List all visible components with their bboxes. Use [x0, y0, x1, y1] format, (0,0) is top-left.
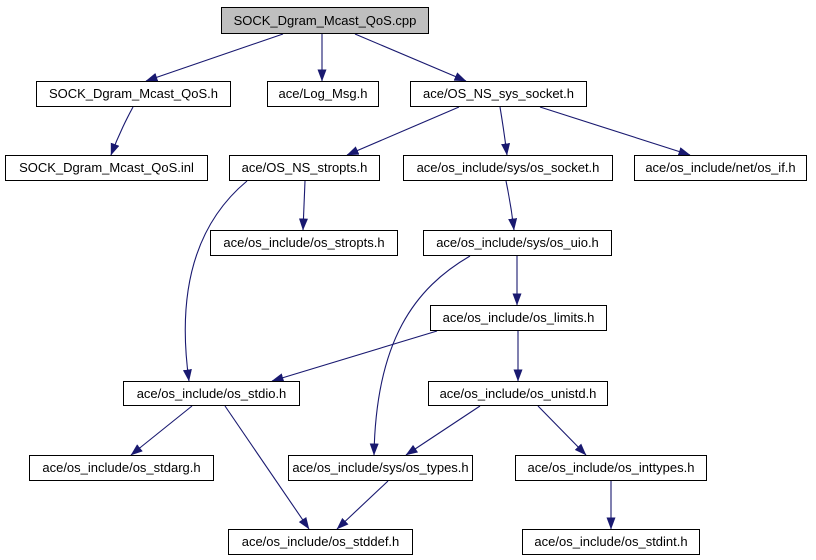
- node-ace-os-include-os-unistd-h[interactable]: ace/os_include/os_unistd.h: [428, 381, 608, 406]
- edge-ace-os-ns-sys-socket-h--to--ace-os-include-sys-os-socket-h: [499, 106, 511, 156]
- node-ace-os-ns-sys-socket-h[interactable]: ace/OS_NS_sys_socket.h: [410, 81, 587, 107]
- edge-ace-os-include-sys-os-socket-h--to--ace-os-include-sys-os-uio-h: [505, 180, 518, 231]
- edge-ace-os-include-os-unistd-h--to--ace-os-include-sys-os-types-h: [405, 405, 481, 456]
- node-ace-os-include-os-stdio-h[interactable]: ace/os_include/os_stdio.h: [123, 381, 300, 406]
- node-sock-dgram-mcast-qos-inl[interactable]: SOCK_Dgram_Mcast_QoS.inl: [5, 155, 208, 181]
- node-ace-os-include-os-stropts-h[interactable]: ace/os_include/os_stropts.h: [210, 230, 398, 256]
- node-ace-os-include-net-os-if-h[interactable]: ace/os_include/net/os_if.h: [634, 155, 807, 181]
- node-ace-os-include-sys-os-uio-h[interactable]: ace/os_include/sys/os_uio.h: [423, 230, 612, 256]
- node-sock-dgram-mcast-qos-h[interactable]: SOCK_Dgram_Mcast_QoS.h: [36, 81, 231, 107]
- edge-sock-dgram-mcast-qos-h--to--sock-dgram-mcast-qos-inl: [110, 106, 134, 156]
- node-ace-os-include-os-inttypes-h[interactable]: ace/os_include/os_inttypes.h: [515, 455, 707, 481]
- edge-ace-os-ns-stropts-h--to--ace-os-include-os-stropts-h: [298, 180, 308, 231]
- edge-ace-os-ns-stropts-h--to--ace-os-include-os-stdio-h: [182, 180, 248, 382]
- edge-ace-os-ns-sys-socket-h--to--ace-os-ns-stropts-h: [346, 106, 460, 156]
- node-ace-os-include-os-stdarg-h[interactable]: ace/os_include/os_stdarg.h: [29, 455, 214, 481]
- node-ace-os-ns-stropts-h[interactable]: ace/OS_NS_stropts.h: [229, 155, 380, 181]
- node-ace-log-msg-h[interactable]: ace/Log_Msg.h: [267, 81, 379, 107]
- edge-ace-os-ns-sys-socket-h--to--ace-os-include-net-os-if-h: [539, 106, 691, 156]
- edge-sock-dgram-mcast-qos-cpp--to--ace-os-ns-sys-socket-h: [354, 33, 467, 82]
- edge-sock-dgram-mcast-qos-cpp--to--sock-dgram-mcast-qos-h: [145, 33, 284, 82]
- edge-ace-os-include-os-unistd-h--to--ace-os-include-os-inttypes-h: [537, 405, 587, 456]
- node-ace-os-include-os-stddef-h[interactable]: ace/os_include/os_stddef.h: [228, 529, 413, 555]
- node-ace-os-include-os-limits-h[interactable]: ace/os_include/os_limits.h: [430, 305, 607, 331]
- node-ace-os-include-sys-os-socket-h[interactable]: ace/os_include/sys/os_socket.h: [403, 155, 613, 181]
- edge-ace-os-include-sys-os-uio-h--to--ace-os-include-sys-os-types-h: [369, 255, 471, 456]
- node-ace-os-include-os-stdint-h[interactable]: ace/os_include/os_stdint.h: [522, 529, 700, 555]
- node-sock-dgram-mcast-qos-cpp: SOCK_Dgram_Mcast_QoS.cpp: [221, 7, 429, 34]
- node-ace-os-include-sys-os-types-h[interactable]: ace/os_include/sys/os_types.h: [288, 455, 473, 481]
- edge-ace-os-include-sys-os-types-h--to--ace-os-include-os-stddef-h: [336, 480, 389, 530]
- edge-ace-os-include-os-limits-h--to--ace-os-include-os-stdio-h: [271, 330, 438, 382]
- edge-ace-os-include-os-stdio-h--to--ace-os-include-os-stdarg-h: [130, 405, 193, 456]
